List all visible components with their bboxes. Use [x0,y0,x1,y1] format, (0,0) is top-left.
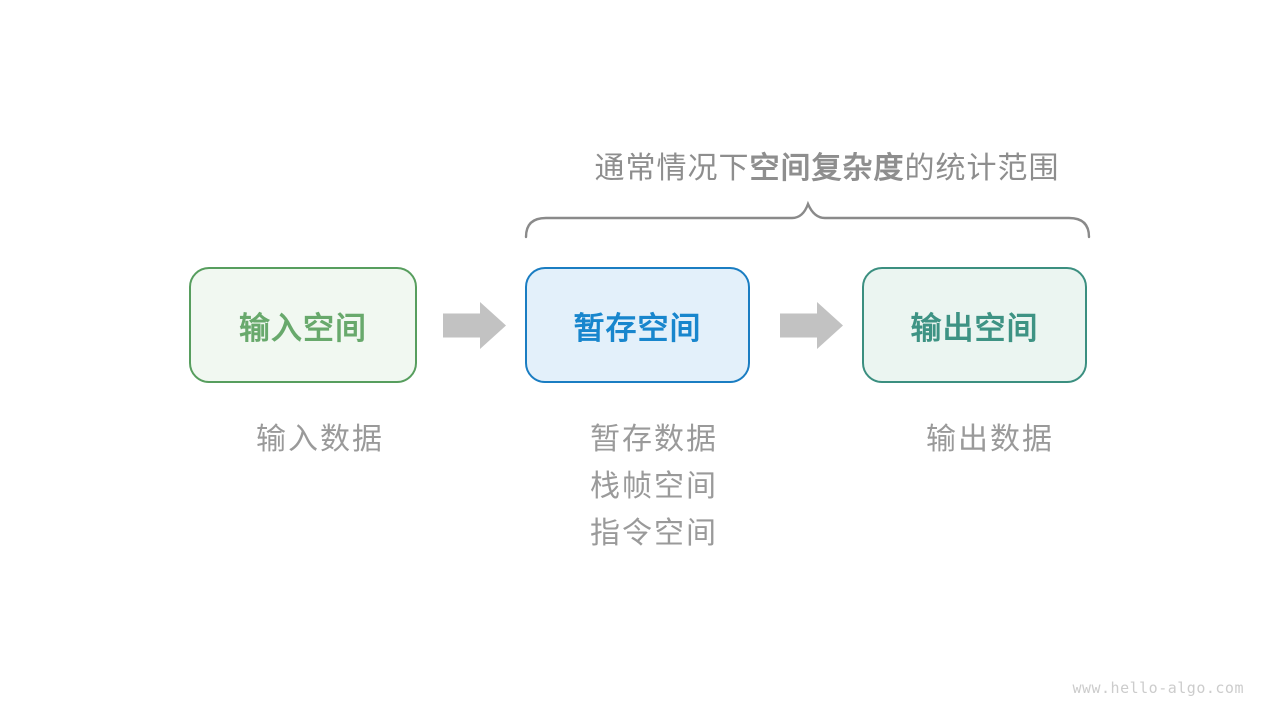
note-buffer-data: 暂存数据 栈帧空间 指令空间 [524,416,784,557]
arrow-right-icon [780,302,843,349]
box-buffer-space: 暂存空间 [525,267,750,383]
scope-title: 通常情况下空间复杂度的统计范围 [595,143,1060,187]
note-output-data: 输出数据 [860,416,1120,463]
box-buffer-space-label: 暂存空间 [573,310,702,346]
watermark: www.hello-algo.com [1072,679,1244,697]
note-line: 指令空间 [590,517,718,550]
scope-title-prefix: 通常情况下 [594,152,750,185]
box-input-space-label: 输入空间 [239,310,367,346]
box-output-space-label: 输出空间 [910,310,1039,346]
scope-title-suffix: 的统计范围 [904,152,1060,185]
box-output-space: 输出空间 [862,267,1087,383]
note-input-data: 输入数据 [190,416,450,463]
scope-title-bold: 空间复杂度 [749,152,905,185]
note-line: 暂存数据 [590,423,718,456]
note-line: 输出数据 [926,423,1054,456]
box-input-space: 输入空间 [189,267,417,383]
arrow-right-icon [443,302,506,349]
note-line: 栈帧空间 [590,470,718,503]
note-line: 输入数据 [256,423,384,456]
curly-brace-icon [524,200,1091,239]
